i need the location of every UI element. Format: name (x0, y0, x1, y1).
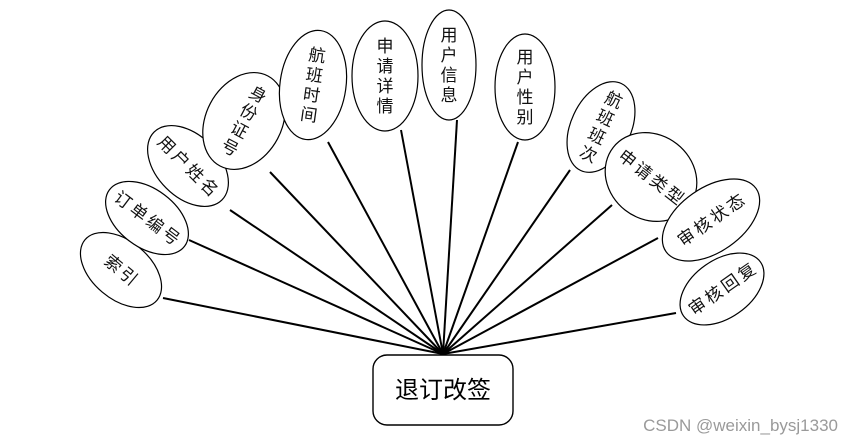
attribute-node-shenfenzh: 身份证号 (202, 71, 286, 171)
connector-lines (162, 119, 677, 355)
attribute-ellipse-hangbansj (278, 29, 348, 141)
entity-node: 退订改签 (372, 354, 514, 426)
attribute-label-yonghuxx: 用户信息 (441, 26, 458, 106)
attribute-node-yonghuxx: 用户信息 (421, 9, 477, 121)
attribute-ellipse-shenhezt (661, 178, 761, 262)
attribute-ellipse-shenhehf (679, 252, 765, 326)
entity-label: 退订改签 (395, 376, 491, 404)
attribute-label-hangbanbc: 航班班次 (576, 88, 625, 168)
attribute-node-shenqinglx: 申请类型 (604, 132, 698, 222)
connector-shenhezt (442, 237, 659, 355)
attribute-node-hangbansj: 航班时间 (278, 29, 348, 141)
attribute-node-shenqingxq: 申请详情 (351, 20, 419, 132)
attribute-node-dingdan: 订单编号 (105, 180, 189, 256)
connector-yonghuxx (442, 119, 458, 355)
attribute-node-suoyin: 索引 (79, 231, 163, 309)
attribute-ellipses: 索引订单编号用户姓名身份证号航班时间申请详情用户信息用户性别航班班次申请类型审核… (79, 9, 765, 326)
connector-shenqingxq (400, 129, 444, 355)
connector-dingdan (188, 239, 444, 355)
entity-box (372, 354, 514, 426)
attribute-node-shenhehf: 审核回复 (679, 252, 765, 326)
attribute-ellipse-shenqingxq (351, 20, 419, 132)
connector-suoyin (162, 297, 444, 355)
attribute-label-shenqingxq: 申请详情 (377, 37, 394, 117)
attribute-label-hangbansj: 航班时间 (299, 45, 327, 127)
connector-hangbansj (327, 141, 444, 355)
connector-shenqinglx (442, 204, 613, 355)
watermark: CSDN @weixin_bysj1330 (643, 416, 838, 435)
connector-yonghuxb (442, 141, 519, 355)
attribute-label-yonghuxb: 用户性别 (517, 48, 534, 128)
attribute-node-shenhezt: 审核状态 (661, 178, 761, 262)
connector-shenhehf (442, 312, 677, 355)
attribute-ellipse-yonghuxx (421, 9, 477, 121)
connector-shenfenzh (269, 171, 444, 355)
attribute-ellipse-yonghuxb (494, 33, 556, 141)
connector-hangbanbc (442, 169, 571, 355)
attribute-ellipse-shenfenzh (202, 71, 286, 171)
attribute-node-yonghuxb: 用户性别 (494, 33, 556, 141)
connector-yonghuxm (229, 209, 444, 355)
